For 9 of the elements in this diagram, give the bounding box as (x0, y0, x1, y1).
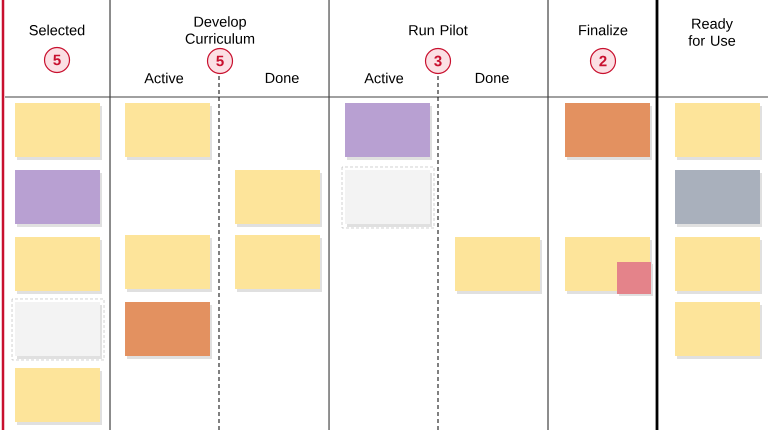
count-badge: 5 (206, 48, 234, 74)
count-badge: 3 (424, 48, 452, 74)
count-badge: 5 (44, 46, 70, 74)
subcolumn-header: Active (364, 72, 404, 84)
subcolumn-header: Active (144, 72, 184, 84)
subcolumn-header: Done (476, 72, 509, 84)
column-header: Ready for Use (688, 18, 736, 46)
count-badge: 2 (590, 48, 616, 74)
subcolumn-header: Done (266, 72, 299, 84)
